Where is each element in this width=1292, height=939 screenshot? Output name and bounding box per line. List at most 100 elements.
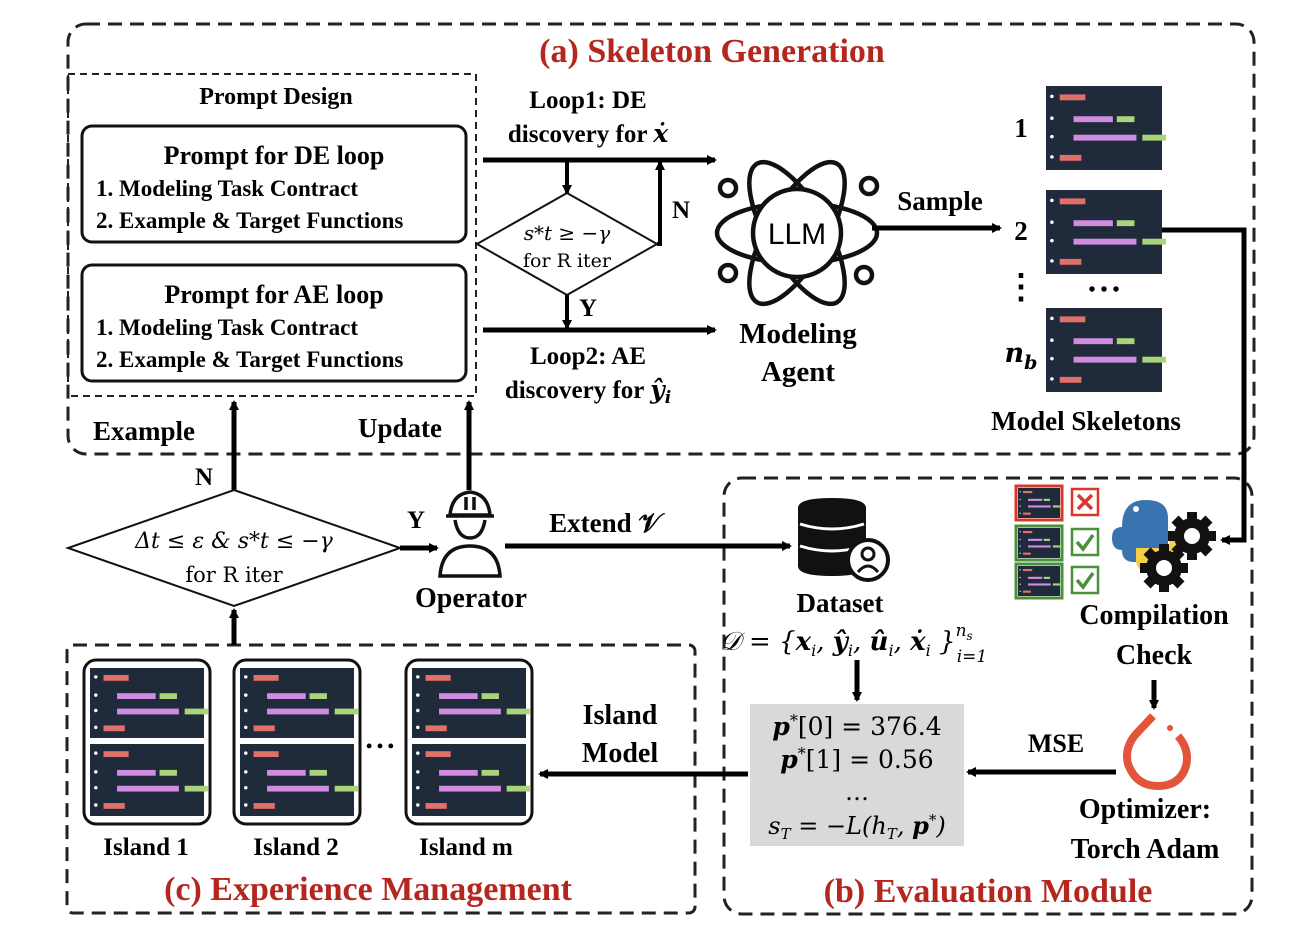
optimizer-line2: Torch Adam [1071,834,1220,865]
loop-decision-iter: for R iter [523,250,612,272]
loop1-line2-text: discovery for [508,121,653,148]
skeleton-label-b: b [1024,352,1037,374]
compilation-line1: Compilation [1079,600,1229,631]
param-ellipsis: … [845,778,869,806]
skeleton-horizontal-dots: • • • [1088,279,1119,301]
prompt-ae-item1: 1. Modeling Task Contract [96,315,358,340]
gears-icon [1140,512,1216,592]
skeleton-code-icon-3 [1046,308,1166,392]
prompt-de-item1: 1. Modeling Task Contract [96,176,358,201]
example-label: Example [93,416,195,446]
prompt-de-item2: 2. Example & Target Functions [96,208,403,233]
skeletons-caption: Model Skeletons [991,406,1181,436]
island-model-line2: Model [582,738,658,769]
loop1-var: ẋ [652,119,669,148]
skeleton-code-icon-1 [1046,86,1166,170]
island-code-icon-top [412,668,530,738]
dataset-icon [798,498,890,582]
compile-result-3 [1014,562,1100,600]
extend-label: Extend 𝒱 [549,508,665,538]
island-code-icon-top [240,668,358,738]
agent-label-line1: Modeling [739,318,857,350]
operator-decision-iter: for R iter [185,563,283,587]
skeleton-code-icon-2 [1046,190,1166,274]
loop-decision-condition: s*t ≥ −γ [524,221,611,245]
sample-label: Sample [897,186,983,216]
prompt-de-box [80,124,468,244]
operator-decision-condition: Δt ≤ ε & s*t ≤ −γ [134,529,334,554]
operator-decision-diamond [64,488,404,608]
pytorch-logo-icon [1123,713,1191,791]
llm-label: LLM [768,218,826,251]
section-a-box [66,22,1256,456]
section-c-box [65,643,697,915]
check-icon [1070,565,1100,595]
operator-label: Operator [415,583,527,614]
island-ellipsis: • • • [366,736,394,756]
param-1-value: 0.56 [878,745,934,774]
skeleton-to-check-arrow [1162,227,1247,545]
loop1-line2: discovery for ẋ [508,119,669,148]
dataset-formula-d: 𝒟 = { [720,627,796,657]
prompt-de-title: Prompt for DE loop [164,141,385,170]
param-0-value: 376.4 [870,712,942,741]
compilation-line2: Check [1116,640,1193,671]
params-box [750,704,964,846]
island-code-icon-bottom [90,744,208,816]
island-2 [232,658,362,826]
prompt-ae-item2: 2. Example & Target Functions [96,347,403,372]
loop2-line1: Loop2: AE [530,343,646,370]
island-label-1: Island 1 [103,834,188,861]
island-code-icon-top [90,668,208,738]
optimizer-line1: Optimizer: [1079,794,1211,825]
loop2-line2-text: discovery for [505,377,650,404]
operator-no-label: N [195,464,213,491]
island-label-m: Island m [419,834,513,861]
prompt-ae-title: Prompt for AE loop [164,280,383,309]
island-model-line1: Island [583,700,658,731]
mse-label: MSE [1028,729,1084,758]
skeleton-vertical-dots: ⋮ [1004,269,1038,306]
island-1 [82,658,212,826]
loop2-line2: discovery for ŷi [505,375,671,408]
check-icon [1070,527,1100,557]
loop2-var: ŷ [649,375,666,404]
update-label: Update [358,413,442,443]
prompt-ae-box [80,263,468,383]
island-code-icon-bottom [240,744,358,816]
prompt-design-title: Prompt Design [199,84,353,110]
dataset-label: Dataset [797,588,884,618]
operator-icon [438,490,502,578]
compile-code-icon-3 [1018,566,1062,596]
prompt-design-box [67,73,477,397]
param-1: p*[1] = 0.56 [780,744,933,774]
compile-code-icon-1 [1018,488,1062,518]
loop-no-label: N [672,197,690,224]
skeleton-label-n: n [1005,338,1025,369]
agent-label-line2: Agent [761,356,835,388]
loop2-sub: i [665,388,671,408]
compilation-check-icons [1014,484,1100,600]
section-b-title: (b) Evaluation Module [824,873,1153,910]
loop-no-arrow [655,160,665,246]
section-a-title: (a) Skeleton Generation [539,33,885,70]
island-3 [404,658,534,826]
skeleton-label-1: 1 [1014,113,1028,143]
loop-yes-label: Y [579,295,597,322]
skeleton-icons [1046,86,1166,392]
skeleton-label-nb: nb [1005,338,1038,374]
compile-result-1 [1014,484,1100,522]
island-code-icon-bottom [412,744,530,816]
gear-teeth [1140,512,1216,592]
island-label-2: Island 2 [253,834,338,861]
skeleton-label-2: 2 [1014,216,1028,246]
section-c-title: (c) Experience Management [164,871,573,908]
operator-yes-label: Y [407,507,425,534]
compile-result-2 [1014,524,1100,562]
compile-code-icon-2 [1018,528,1062,558]
loop1-line1: Loop1: DE [529,87,646,114]
llm-atom-icon [714,159,880,307]
score-formula: sT = −L(hT, p*) [768,811,946,843]
